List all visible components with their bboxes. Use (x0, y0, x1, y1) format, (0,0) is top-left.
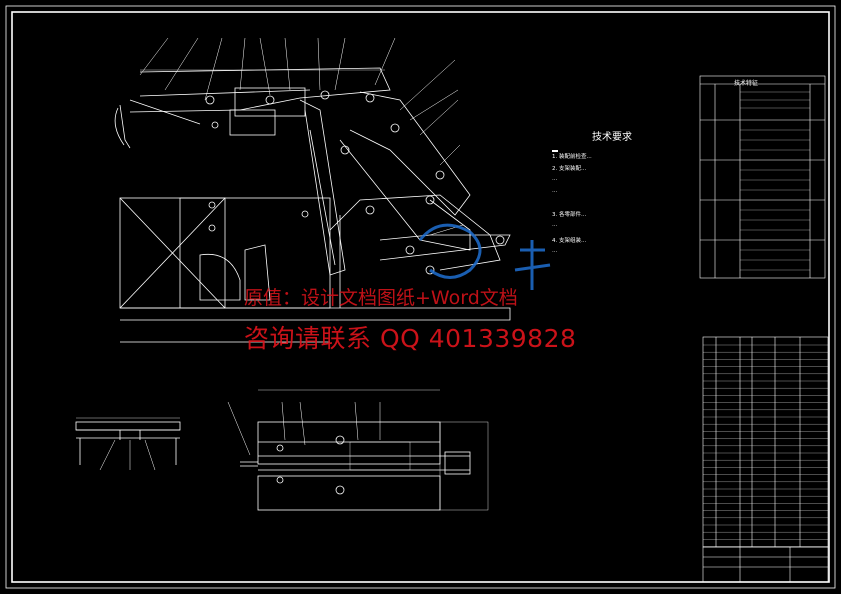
drawing-frame (5, 5, 836, 589)
title-block (702, 546, 829, 583)
front-view (75, 417, 181, 471)
watermark-line-2: 咨询请联系 QQ 401339828 (244, 324, 577, 353)
side-view-assembly (114, 37, 511, 343)
tech-req-line: 3. 各零部件... (552, 212, 587, 218)
tech-requirements-title: 技术要求 (592, 132, 632, 143)
spec-table-title: 技术特征 (734, 80, 759, 87)
company-logo (418, 223, 551, 290)
watermark-line-1: 原值：设计文档图纸+Word文档 (244, 287, 518, 309)
parts-list-rows (703, 344, 828, 547)
tech-req-line: 4. 支架组装... (552, 238, 587, 244)
tech-req-line: ... (552, 222, 558, 228)
tech-req-line: ... (552, 188, 558, 194)
tech-requirements-block (552, 150, 558, 152)
spec-table (699, 75, 826, 279)
tech-req-line: 2. 支架装配... (552, 166, 587, 172)
tech-req-line: 1. 装配前检查... (552, 154, 592, 160)
plan-view (227, 389, 489, 511)
parts-list-table (702, 336, 829, 548)
tech-req-line: ... (552, 176, 558, 182)
tech-req-line: ... (552, 248, 558, 254)
